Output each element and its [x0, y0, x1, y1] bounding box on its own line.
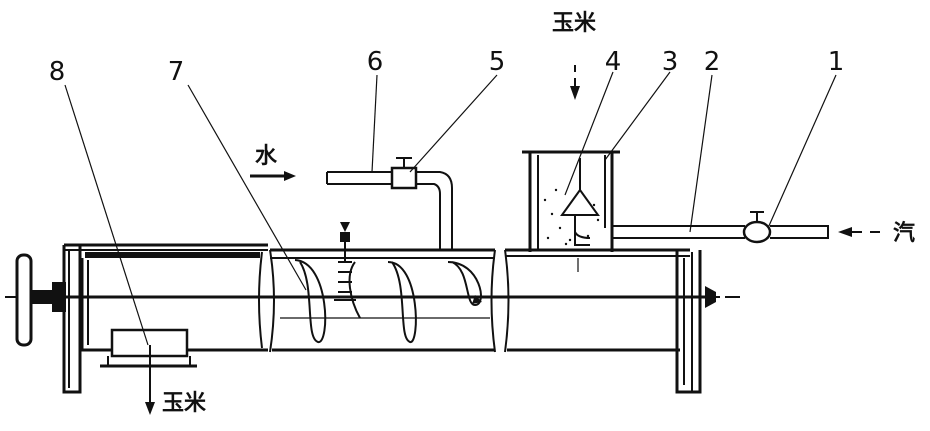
- hopper-fill: [543, 188, 600, 246]
- left-support-frame: [62, 245, 82, 394]
- water-label: 水: [255, 144, 278, 169]
- screw-flights: [294, 259, 482, 344]
- middle-trough-section: [269, 248, 496, 353]
- corn-out-arrow: [145, 345, 155, 415]
- steam-pipe: [574, 215, 829, 246]
- right-support-frame: [675, 250, 702, 394]
- callout-2: 2: [704, 47, 721, 77]
- callout-5: 5: [489, 47, 506, 77]
- discharge-outlet: [100, 328, 197, 368]
- corn-in-label: 玉米: [552, 11, 597, 36]
- feed-hopper: [522, 150, 620, 252]
- right-bearing: [705, 286, 716, 308]
- right-trough-section: [504, 248, 690, 353]
- callout-3: 3: [662, 47, 679, 77]
- callout-8: 8: [49, 57, 66, 87]
- callout-4: 4: [605, 47, 622, 77]
- corn-in-arrow: [570, 65, 580, 100]
- steam-label: 汽: [893, 220, 915, 246]
- corn-out-label: 玉米: [162, 391, 207, 416]
- steam-valve: [742, 211, 772, 244]
- callout-6: 6: [367, 47, 384, 77]
- callout-1: 1: [828, 47, 845, 77]
- water-valve: [390, 157, 418, 190]
- water-arrow: [250, 171, 296, 181]
- steam-distributor: [560, 158, 600, 216]
- steam-arrow: [838, 227, 880, 237]
- left-trough-section: [64, 243, 268, 352]
- water-pipe: [326, 171, 453, 250]
- callout-7: 7: [168, 57, 185, 87]
- leader-lines: [64, 71, 837, 346]
- water-inlet-valve: [334, 222, 356, 301]
- hand-wheel: [15, 253, 52, 347]
